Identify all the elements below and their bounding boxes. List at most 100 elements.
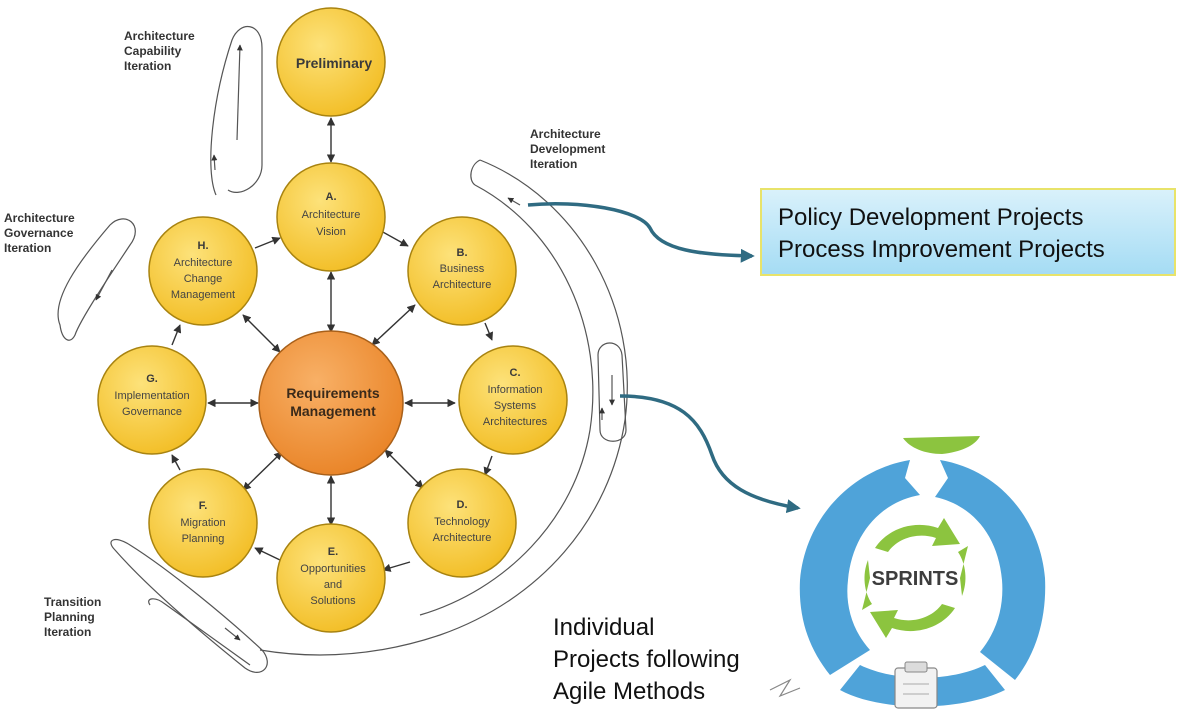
capability-loop-inner — [236, 44, 243, 141]
node-c-line-2: Systems — [494, 400, 537, 412]
connector-b-c — [484, 322, 494, 341]
node-preliminary-title: Preliminary — [296, 55, 372, 71]
connector-e-f — [254, 547, 281, 561]
node-center-circle — [258, 330, 404, 476]
label-transition-iteration: Transition Planning Iteration — [44, 595, 101, 639]
node-b-letter: B. — [457, 247, 468, 259]
node-a-letter: A. — [326, 191, 337, 203]
node-f-circle — [148, 468, 258, 578]
node-d-letter: D. — [457, 499, 468, 511]
node-a-line-1: Architecture — [302, 209, 361, 221]
label-development-iteration: Architecture Development Iteration — [530, 127, 605, 171]
node-c-line-3: Architectures — [483, 416, 548, 428]
node-f-letter: F. — [199, 500, 208, 512]
development-arc-inner — [419, 184, 594, 616]
node-c-letter: C. — [510, 367, 521, 379]
node-e-circle — [276, 523, 386, 633]
node-g-letter: G. — [146, 373, 158, 385]
adm-connectors — [171, 117, 494, 572]
transition-loop-arrow — [224, 627, 241, 641]
connector-a-b — [380, 230, 409, 247]
node-f-line-1: Migration — [180, 517, 225, 529]
label-transition-line-1: Transition — [44, 595, 101, 609]
agile-text-line-1: Individual — [553, 614, 655, 641]
node-e-line-2: and — [324, 579, 342, 591]
node-g-line-2: Governance — [122, 406, 182, 418]
node-f: F. Migration Planning — [148, 468, 258, 578]
connector-d-e — [382, 561, 411, 572]
node-c-line-1: Information — [487, 384, 542, 396]
clipboard-icon — [894, 661, 938, 709]
agile-pointer-squiggle — [769, 678, 801, 698]
agile-text-line-2: Projects following — [553, 646, 740, 673]
node-h-letter: H. — [198, 240, 209, 252]
node-h-line-2: Change — [184, 273, 223, 285]
label-governance-line-1: Architecture — [4, 211, 75, 225]
right-small-loop — [597, 342, 627, 442]
node-b-circle — [407, 216, 517, 326]
node-g-line-1: Implementation — [114, 390, 189, 402]
sprint-inner-green-top — [875, 518, 960, 552]
connector-center-b — [371, 304, 416, 346]
node-h: H. Architecture Change Management — [148, 216, 258, 326]
node-d-circle — [407, 468, 517, 578]
sprints-graphic: SPRINTS — [799, 436, 1046, 709]
iteration-loops — [57, 25, 628, 673]
sprint-ring-blue-right — [935, 460, 1046, 680]
node-h-circle — [148, 216, 258, 326]
label-governance-line-2: Governance — [4, 226, 74, 240]
connector-to-policy-box — [527, 201, 755, 263]
node-preliminary-circle — [276, 7, 386, 117]
label-transition-line-3: Iteration — [44, 625, 91, 639]
node-center-line-1: Requirements — [286, 385, 380, 401]
label-transition-line-2: Planning — [44, 610, 95, 624]
node-c-circle — [458, 345, 568, 455]
agile-projects-text: Individual Projects following Agile Meth… — [553, 612, 793, 708]
development-arc-cap — [470, 159, 481, 186]
node-d: D. Technology Architecture — [407, 468, 517, 578]
label-development-line-3: Iteration — [530, 157, 577, 171]
connector-center-h — [242, 314, 281, 353]
connector-center-d — [384, 449, 424, 489]
label-development-line-1: Architecture — [530, 127, 601, 141]
label-development-line-2: Development — [530, 142, 605, 156]
policy-development-box: Policy Development Projects Process Impr… — [760, 188, 1176, 276]
node-g: G. Implementation Governance — [97, 345, 207, 455]
development-arrow — [507, 197, 521, 206]
transition-loop-2 — [148, 598, 251, 666]
node-a-line-2: Vision — [316, 226, 346, 238]
node-d-line-2: Architecture — [433, 532, 492, 544]
connector-f-g — [171, 454, 181, 471]
sprint-ring-blue-left — [799, 460, 920, 675]
sprints-label: SPRINTS — [872, 568, 959, 590]
node-g-circle — [97, 345, 207, 455]
node-e-line-1: Opportunities — [300, 563, 366, 575]
node-preliminary: Preliminary — [276, 7, 386, 117]
label-capability-line-2: Capability — [124, 44, 182, 58]
sprint-inner-green-left — [862, 560, 872, 610]
connector-g-h — [171, 324, 182, 346]
label-capability-line-1: Architecture — [124, 29, 195, 43]
label-capability-iteration: Architecture Capability Iteration — [124, 29, 195, 73]
node-b: B. Business Architecture — [407, 216, 517, 326]
node-a: A. Architecture Vision — [276, 162, 386, 272]
node-e: E. Opportunities and Solutions — [276, 523, 386, 633]
development-arc — [259, 159, 628, 656]
node-d-line-1: Technology — [434, 516, 490, 528]
sprint-inner-green-bottom — [870, 604, 955, 638]
node-a-circle — [276, 162, 386, 272]
connector-center-f — [242, 451, 283, 491]
label-governance-line-3: Iteration — [4, 241, 51, 255]
capability-loop — [210, 25, 263, 196]
agile-text-line-3: Agile Methods — [553, 678, 706, 705]
sprint-ring-top-green — [903, 436, 980, 454]
sprint-inner-green-right — [958, 546, 968, 596]
node-c: C. Information Systems Architectures — [458, 345, 568, 455]
node-center-line-2: Management — [290, 403, 376, 419]
node-h-line-3: Management — [171, 289, 235, 301]
label-capability-line-3: Iteration — [124, 59, 171, 73]
label-governance-iteration: Architecture Governance Iteration — [4, 211, 75, 255]
connector-h-a — [254, 236, 281, 249]
capability-loop-inner-2 — [211, 154, 218, 171]
